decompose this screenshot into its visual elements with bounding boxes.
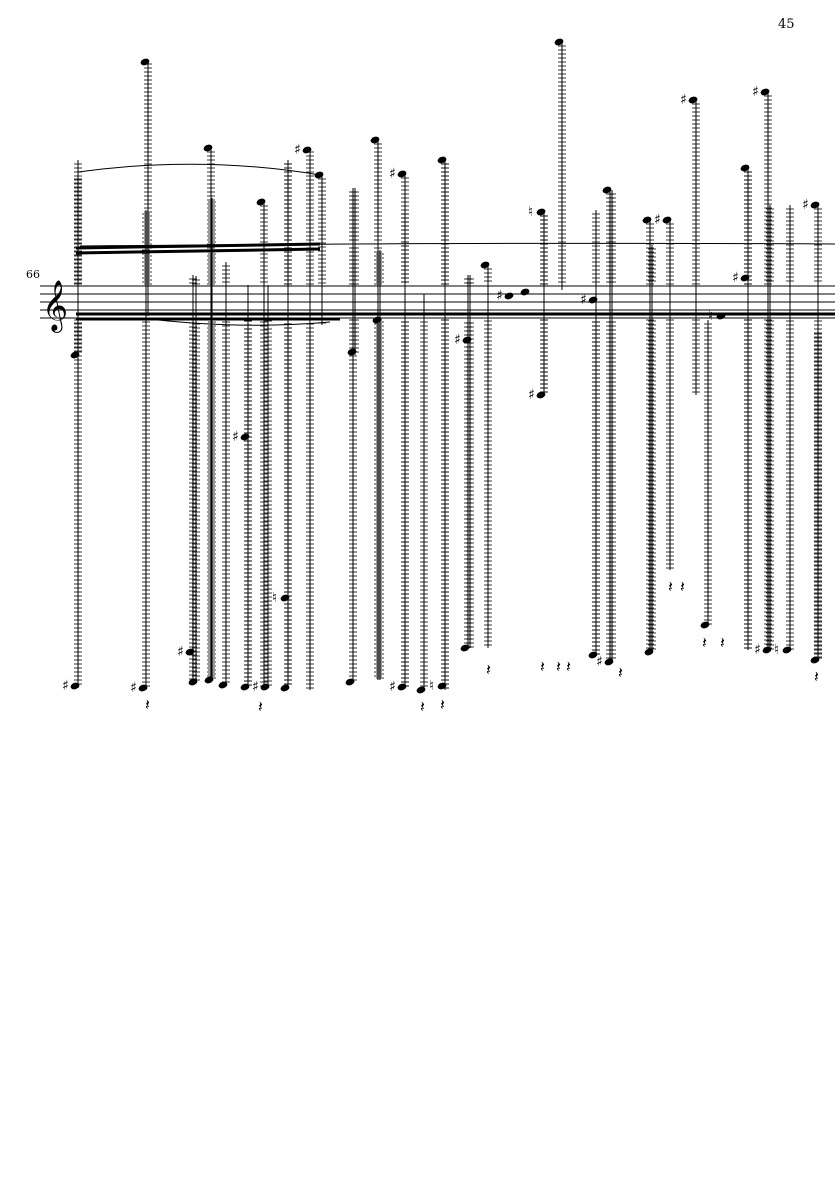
note	[810, 330, 822, 664]
rest-icon: 𝄽	[258, 697, 263, 716]
rests: 𝄽 𝄽 𝄽 𝄽 𝄽 𝄽 𝄽 𝄽 𝄽 𝄽 𝄽 𝄽 𝄽 𝄽	[145, 577, 819, 716]
note: ♯	[130, 210, 150, 696]
rest-icon: 𝄽	[720, 633, 725, 652]
rest-icon: 𝄽	[702, 633, 707, 652]
note	[314, 171, 326, 325]
accidental-icon: ♯	[130, 680, 137, 696]
accidental-icon: ♮	[429, 678, 434, 694]
note: ♯	[680, 92, 700, 395]
accidental-icon: ♮	[708, 308, 713, 324]
accidental-icon: ♯	[580, 292, 587, 308]
accidental-icon: ♯	[732, 270, 739, 286]
beams	[75, 242, 835, 321]
accidental-icon: ♮	[528, 204, 533, 220]
note	[642, 216, 654, 652]
note	[218, 262, 230, 689]
note	[554, 38, 566, 290]
note	[203, 144, 215, 680]
rest-icon: 𝄽	[420, 697, 425, 716]
note: ♮	[429, 160, 449, 694]
accidental-icon: ♯	[754, 642, 761, 658]
accidental-icon: ♯	[389, 166, 396, 182]
note	[204, 198, 216, 684]
rest-icon: 𝄽	[440, 695, 445, 714]
note	[588, 210, 600, 659]
notes: ♯ ♯ ♯ ♯ ♯ ♮ ♯ ♯ ♯ ♮ ♯ ♯ ♮ ♯ ♯ ♯ ♯ ♯ ♮ ♯ ♯ ♯ ♮ ♯	[62, 38, 822, 696]
staff	[40, 285, 835, 319]
accidental-icon: ♯	[496, 288, 503, 304]
accidental-icon: ♯	[252, 679, 259, 695]
accidental-icon: ♮	[272, 590, 277, 606]
accidental-icon: ♯	[680, 92, 687, 108]
rest-icon: 𝄽	[814, 667, 819, 686]
note	[347, 188, 359, 356]
accidental-icon: ♯	[232, 429, 239, 445]
note: ♯	[580, 290, 600, 655]
note	[345, 188, 357, 686]
note	[140, 58, 152, 316]
accidental-icon: ♯	[752, 84, 759, 100]
rest-icon: 𝄽	[556, 657, 561, 676]
accidental-icon: ♮	[774, 642, 779, 658]
note: ♯	[496, 288, 514, 304]
rest-icon: 𝄽	[668, 577, 673, 596]
accidental-icon: ♯	[596, 654, 603, 670]
accidental-icon: ♯	[528, 387, 535, 403]
note	[240, 285, 252, 691]
note	[70, 175, 82, 359]
treble-clef-icon: 𝄞	[42, 280, 68, 333]
accidental-icon: ♯	[62, 678, 69, 694]
note: ♮	[708, 308, 726, 324]
accidental-icon: ♯	[294, 142, 301, 158]
note: ♯	[62, 160, 82, 694]
note	[740, 164, 752, 650]
note	[256, 198, 268, 687]
note	[700, 320, 712, 629]
measure-number: 66	[26, 268, 40, 281]
rest-icon: 𝄽	[680, 577, 685, 596]
rest-icon: 𝄽	[486, 660, 491, 679]
note	[644, 245, 656, 656]
rest-icon: 𝄽	[145, 695, 150, 714]
note: ♯	[654, 212, 674, 570]
note: ♯	[754, 205, 774, 658]
note: ♯	[252, 285, 272, 695]
note: ♯	[294, 142, 314, 690]
note: ♯	[389, 210, 409, 695]
note	[480, 261, 492, 648]
rest-icon: 𝄽	[540, 657, 545, 676]
note: ♯	[732, 168, 752, 650]
accidental-icon: ♯	[389, 679, 396, 695]
note: ♮	[774, 205, 794, 658]
rest-icon: 𝄽	[566, 657, 571, 676]
note	[416, 294, 428, 694]
accidental-icon: ♯	[177, 644, 184, 660]
note: ♯	[528, 212, 548, 403]
accidental-icon: ♯	[654, 212, 661, 228]
note: ♯	[802, 197, 822, 660]
note	[372, 250, 384, 680]
rest-icon: 𝄽	[618, 663, 623, 682]
note	[520, 288, 530, 296]
accidental-icon: ♯	[454, 332, 461, 348]
note	[280, 160, 292, 692]
page-number: 45	[778, 17, 795, 32]
note	[188, 276, 200, 686]
note: ♮	[528, 204, 548, 395]
note: ♯	[454, 275, 474, 648]
accidental-icon: ♯	[802, 197, 809, 213]
note: ♯	[596, 190, 616, 670]
